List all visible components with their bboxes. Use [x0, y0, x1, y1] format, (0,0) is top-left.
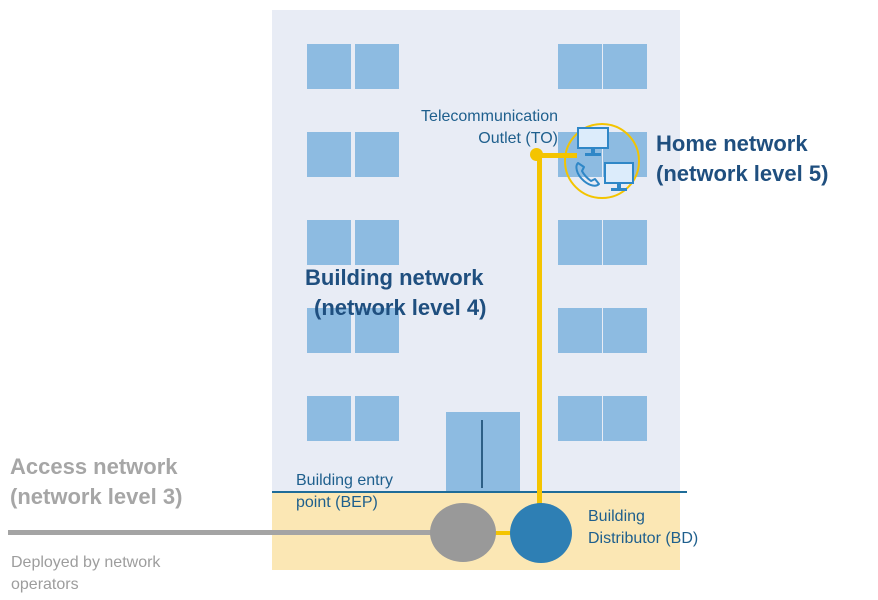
building-distributor-line-2: Distributor (BD)	[588, 530, 699, 547]
building-network-line-1: Building network	[305, 265, 484, 290]
window	[558, 396, 602, 441]
building-fiber-riser	[537, 157, 542, 507]
deployed-by-line-1: Deployed by network	[11, 554, 161, 571]
window	[603, 44, 647, 89]
window	[355, 308, 399, 353]
window	[603, 308, 647, 353]
door-divider	[481, 420, 483, 488]
building-network-label: Building network (network level 4)	[305, 263, 486, 323]
home-network-circle	[564, 123, 640, 199]
telecommunication-outlet-line-1: Telecommunication	[421, 108, 558, 125]
telecommunication-outlet-label: Telecommunication Outlet (TO)	[368, 106, 558, 150]
building-entry-point-node	[430, 503, 496, 562]
home-devices-icon	[575, 127, 634, 191]
building-entry-point-label: Building entry point (BEP)	[296, 470, 393, 514]
access-network-line-1: Access network	[10, 454, 178, 479]
building-network-line-2: (network level 4)	[314, 295, 487, 320]
window	[307, 396, 351, 441]
building-entry-point-line-2: point (BEP)	[296, 494, 378, 511]
to-connection-line	[537, 153, 577, 158]
access-network-label: Access network (network level 3)	[10, 452, 182, 512]
window	[307, 308, 351, 353]
window	[307, 132, 351, 177]
window	[558, 308, 602, 353]
window	[307, 220, 351, 265]
window	[355, 220, 399, 265]
window	[355, 396, 399, 441]
ground-line	[272, 491, 687, 493]
home-network-line-2: (network level 5)	[656, 161, 829, 186]
telecommunication-outlet-line-2: Outlet (TO)	[478, 130, 558, 147]
window	[558, 44, 602, 89]
building-distributor-node	[510, 503, 572, 563]
window	[603, 220, 647, 265]
home-network-label: Home network (network level 5)	[656, 129, 828, 189]
entrance-door	[446, 412, 520, 492]
deployed-by-label: Deployed by network operators	[11, 552, 160, 596]
building-entry-point-line-1: Building entry	[296, 472, 393, 489]
telecommunication-outlet-dot	[530, 148, 543, 161]
home-network-line-1: Home network	[656, 131, 808, 156]
bep-bd-link	[495, 531, 517, 535]
access-cable	[8, 530, 466, 535]
window	[603, 396, 647, 441]
access-network-line-2: (network level 3)	[10, 484, 183, 509]
window	[355, 44, 399, 89]
window	[355, 132, 399, 177]
window	[307, 44, 351, 89]
deployed-by-line-2: operators	[11, 576, 79, 593]
building-distributor-label: Building Distributor (BD)	[588, 506, 698, 550]
building-distributor-line-1: Building	[588, 508, 645, 525]
window	[558, 220, 602, 265]
